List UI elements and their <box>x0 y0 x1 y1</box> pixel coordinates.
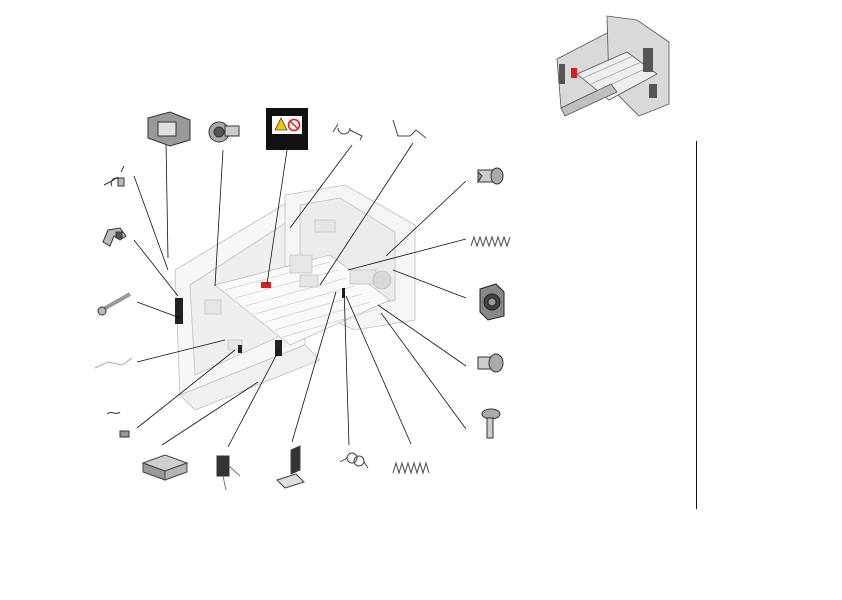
thumbnail-drawing <box>556 15 670 117</box>
shouldered-pin-right <box>477 353 504 373</box>
retaining-cap <box>208 121 240 143</box>
small-coil-spring-left <box>106 411 130 438</box>
torsion-spring-upper-left <box>103 165 125 187</box>
torsion-spring-bottom <box>339 452 369 469</box>
long-shaft-screw <box>97 292 131 316</box>
sensor-with-harness <box>216 455 241 491</box>
frame-assembly <box>174 184 416 411</box>
assembly-overview-thumbnail <box>547 4 681 136</box>
compression-spring-right <box>470 235 511 248</box>
bracket-hook <box>102 227 127 247</box>
foam-pad <box>141 454 189 481</box>
mounting-block <box>147 111 191 147</box>
wire-spring-left <box>94 357 133 369</box>
pin-screw-upper-right <box>477 167 504 185</box>
ground-plate <box>276 445 305 489</box>
warning-triangle-icon <box>274 117 288 131</box>
vertical-divider <box>696 141 697 509</box>
caution-label-on-frame <box>261 282 271 288</box>
flange-screw-right <box>481 408 501 439</box>
compression-spring-bottom <box>392 461 430 475</box>
caution-label <box>266 108 308 150</box>
frame-details <box>175 288 345 356</box>
bushing-right <box>479 283 505 321</box>
torsion-spring-top <box>332 123 363 141</box>
leader-lines <box>133 141 467 448</box>
wire-clip-top <box>392 119 427 139</box>
